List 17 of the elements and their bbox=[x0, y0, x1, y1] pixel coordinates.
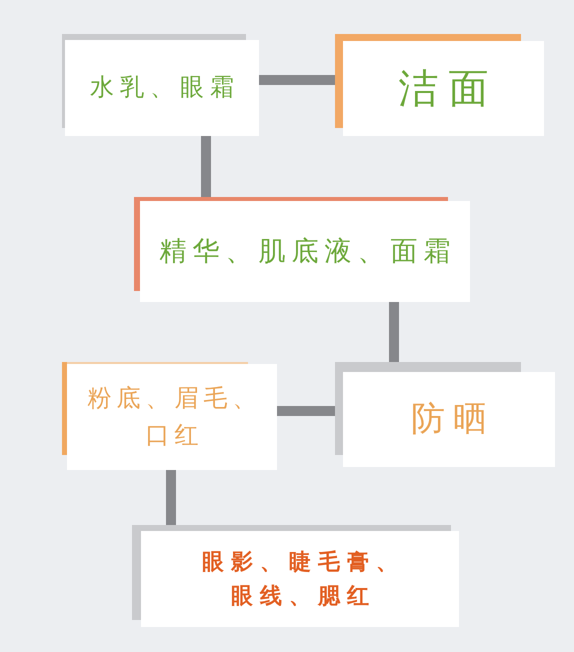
step-text: 眼影、睫毛膏、眼线、腮红 bbox=[201, 548, 406, 611]
step-card bbox=[62, 34, 259, 136]
step-text: 洁面 bbox=[398, 64, 498, 114]
connector bbox=[166, 470, 176, 525]
step-card bbox=[134, 197, 470, 302]
connector bbox=[389, 302, 399, 362]
step-card bbox=[62, 362, 277, 470]
connector bbox=[259, 75, 335, 85]
step-text: 防晒 bbox=[410, 398, 495, 442]
step-text: 精华、肌底液、面霜 bbox=[158, 234, 456, 269]
connector bbox=[201, 136, 211, 197]
step-card bbox=[335, 362, 555, 467]
step-text: 粉底、眉毛、口红 bbox=[86, 382, 262, 451]
step-text: 水乳、眼霜 bbox=[89, 72, 240, 104]
step-card bbox=[335, 34, 544, 136]
step-card bbox=[132, 525, 459, 627]
connector bbox=[277, 406, 335, 416]
